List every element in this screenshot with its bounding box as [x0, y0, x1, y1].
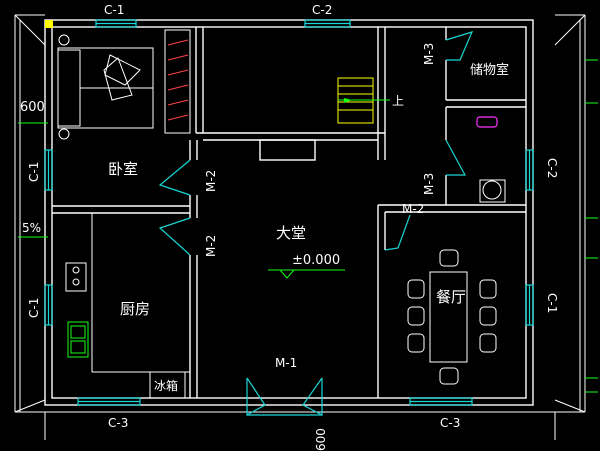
stair: [337, 77, 390, 124]
wardrobe: [164, 29, 191, 134]
door-m1-entrance-left: [246, 377, 266, 417]
label-window-right-lower: C-1: [545, 293, 559, 313]
dimension-600-bottom: 600: [314, 428, 328, 451]
label-window-bottom-left: C-3: [108, 416, 128, 430]
interior-walls: [52, 27, 526, 398]
dimension-lines: [18, 122, 48, 238]
label-door-entrance: M-1: [275, 356, 297, 370]
room-storage: 储物室: [470, 62, 509, 78]
door-m3-bath: [445, 139, 467, 176]
door-m3-storage: [445, 31, 474, 61]
label-window-bottom-right: C-3: [440, 416, 460, 430]
room-kitchen: 厨房: [120, 300, 150, 318]
label-door-bedroom: M-2: [204, 170, 218, 192]
dining-table: [407, 249, 497, 385]
kitchen-fixtures: [65, 262, 186, 399]
elevation-marker: [268, 269, 345, 279]
windows: [44, 19, 534, 406]
fridge-label: 冰箱: [154, 378, 178, 393]
label-door-dining: M-2: [402, 202, 424, 216]
bed: [57, 34, 154, 140]
label-door-storage: M-3: [422, 43, 436, 65]
label-door-kitchen: M-2: [204, 235, 218, 257]
door-m2-bedroom: [158, 159, 191, 196]
room-hall: 大堂: [276, 224, 306, 242]
label-window-left-upper: C-1: [27, 162, 41, 182]
label-window-top-left: C-1: [104, 3, 124, 17]
right-margin-ticks: [585, 59, 598, 393]
room-bedroom: 卧室: [108, 160, 138, 178]
origin-marker: [45, 20, 53, 28]
stair-label: 上: [392, 94, 404, 108]
label-window-right-upper: C-2: [545, 158, 559, 178]
outer-eave-lines: [14, 14, 586, 440]
bath-fixtures: [476, 116, 506, 203]
slope-label: 5%: [22, 221, 41, 235]
room-dining: 餐厅: [436, 288, 466, 306]
elevation-label: ±0.000: [292, 253, 340, 268]
door-m2-kitchen: [158, 217, 191, 256]
label-window-top-right: C-2: [312, 3, 332, 17]
label-door-bath: M-3: [422, 173, 436, 195]
doors: [158, 31, 474, 417]
door-m2-dining: [384, 214, 411, 251]
label-window-left-lower: C-1: [27, 298, 41, 318]
door-m1-entrance-right: [302, 377, 323, 416]
dimension-600-left: 600: [20, 100, 45, 115]
